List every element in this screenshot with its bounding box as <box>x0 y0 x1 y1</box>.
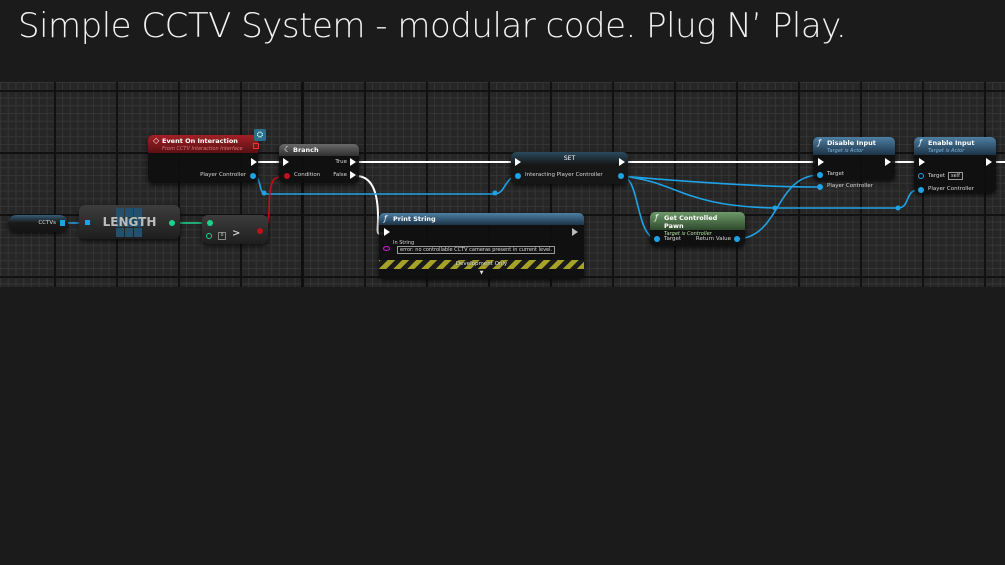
development-only-label: Development Only <box>455 261 508 267</box>
object-wire <box>252 175 518 195</box>
return-value-pin[interactable] <box>734 236 740 242</box>
event-diamond-icon: ◇ <box>153 136 160 145</box>
false-pin-label: False <box>333 172 347 178</box>
delegate-pin[interactable] <box>253 143 259 149</box>
variable-label: CCTVs <box>38 220 56 226</box>
variable-input-pin[interactable] <box>515 173 521 179</box>
node-subtitle: Target is Actor <box>827 148 864 154</box>
exec-in-pin[interactable] <box>283 158 289 166</box>
target-pin-label: Target <box>664 236 682 242</box>
branch-icon: ☾ <box>284 145 292 154</box>
set-variable-node[interactable]: SET Interacting Player Controller <box>511 152 628 184</box>
true-exec-pin[interactable] <box>350 158 356 166</box>
in-string-label: In String <box>393 240 415 246</box>
in-string-input[interactable]: error: no controllable CCTV cameras pres… <box>397 246 556 254</box>
exec-out-pin[interactable] <box>885 158 891 166</box>
interface-icon: ⛭ <box>254 129 266 141</box>
exec-in-pin[interactable] <box>919 158 925 166</box>
target-pin[interactable] <box>654 236 660 242</box>
exec-out-pin[interactable] <box>572 228 578 236</box>
object-wire <box>620 175 919 209</box>
exec-in-pin[interactable] <box>515 158 521 166</box>
in-string-pin[interactable] <box>383 246 390 251</box>
node-subtitle: From CCTV Interaction Interface <box>162 146 243 152</box>
disable-input-node[interactable]: ƒ Disable Input Target is Actor Target P… <box>813 137 895 190</box>
array-icon <box>116 208 142 237</box>
node-title: SET <box>563 155 576 162</box>
array-pin[interactable] <box>60 220 65 226</box>
length-node[interactable]: LENGTH <box>79 205 180 239</box>
function-icon: ƒ <box>919 138 922 147</box>
exec-out-pin[interactable] <box>619 158 625 166</box>
return-value-pin-label: Return Value <box>695 236 731 242</box>
player-controller-pin[interactable] <box>918 187 924 193</box>
array-input-pin[interactable] <box>85 220 90 225</box>
node-title: Get Controlled Pawn <box>664 214 718 230</box>
cctvs-variable-node[interactable]: CCTVs <box>8 215 68 232</box>
get-controlled-pawn-node[interactable]: ƒ Get Controlled Pawn Target is Controll… <box>650 212 745 246</box>
target-pin[interactable] <box>918 173 924 179</box>
branch-node[interactable]: ☾ Branch True Condition False <box>279 144 359 183</box>
node-title: LENGTH <box>102 215 157 229</box>
node-title: Branch <box>293 146 319 154</box>
function-icon: ƒ <box>818 138 821 147</box>
node-title: Disable Input <box>827 139 876 147</box>
operator-label: > <box>232 228 241 239</box>
true-pin-label: True <box>335 159 347 165</box>
node-title: Print String <box>393 215 436 223</box>
enable-input-node[interactable]: ƒ Enable Input Target is Actor Target se… <box>914 137 996 193</box>
variable-output-pin[interactable] <box>618 173 624 179</box>
development-only-banner <box>379 260 584 269</box>
target-pin-label: Target <box>827 171 845 177</box>
variable-pin-label: Interacting Player Controller <box>525 172 603 178</box>
print-string-node[interactable]: ƒ Print String In String error: no contr… <box>379 213 584 279</box>
node-title: Event On Interaction <box>162 137 238 145</box>
player-controller-pin-label: Player Controller <box>928 186 974 192</box>
length-output-pin[interactable] <box>169 220 175 226</box>
object-wire <box>620 175 818 188</box>
input-b-pin[interactable] <box>206 233 212 239</box>
expand-arrow-icon[interactable]: ▼ <box>479 270 484 276</box>
function-icon: ƒ <box>655 213 658 222</box>
condition-pin-label: Condition <box>294 172 321 178</box>
function-icon: ƒ <box>384 214 387 223</box>
node-subtitle: Target is Controller <box>664 231 712 237</box>
node-subtitle: Target is Actor <box>928 148 965 154</box>
bool-output-pin[interactable] <box>257 228 263 234</box>
target-pin-label: Target <box>928 173 946 179</box>
player-controller-pin-label: Player Controller <box>827 183 873 189</box>
target-pin[interactable] <box>817 172 823 178</box>
exec-out-pin[interactable] <box>251 158 257 166</box>
exec-in-pin[interactable] <box>384 228 390 236</box>
exec-in-pin[interactable] <box>818 158 824 166</box>
target-default-value[interactable]: self <box>948 172 963 180</box>
input-b-value[interactable]: 0 <box>218 232 226 240</box>
blueprint-graph[interactable]: ◇ Event On Interaction From CCTV Interac… <box>0 82 1005 287</box>
false-exec-pin[interactable] <box>350 171 356 179</box>
event-on-interaction-node[interactable]: ◇ Event On Interaction From CCTV Interac… <box>148 129 266 183</box>
exec-out-pin[interactable] <box>986 158 992 166</box>
greater-than-node[interactable]: 0 > <box>202 215 268 244</box>
input-a-pin[interactable] <box>207 220 213 226</box>
node-title: Enable Input <box>928 139 975 147</box>
player-controller-pin[interactable] <box>817 184 823 190</box>
player-controller-pin-label: Player Controller <box>200 172 246 178</box>
player-controller-pin[interactable] <box>250 173 256 179</box>
grid-major-line <box>301 82 303 287</box>
condition-pin[interactable] <box>284 173 290 179</box>
page-title: Simple CCTV System - modular code. Plug … <box>18 6 847 46</box>
